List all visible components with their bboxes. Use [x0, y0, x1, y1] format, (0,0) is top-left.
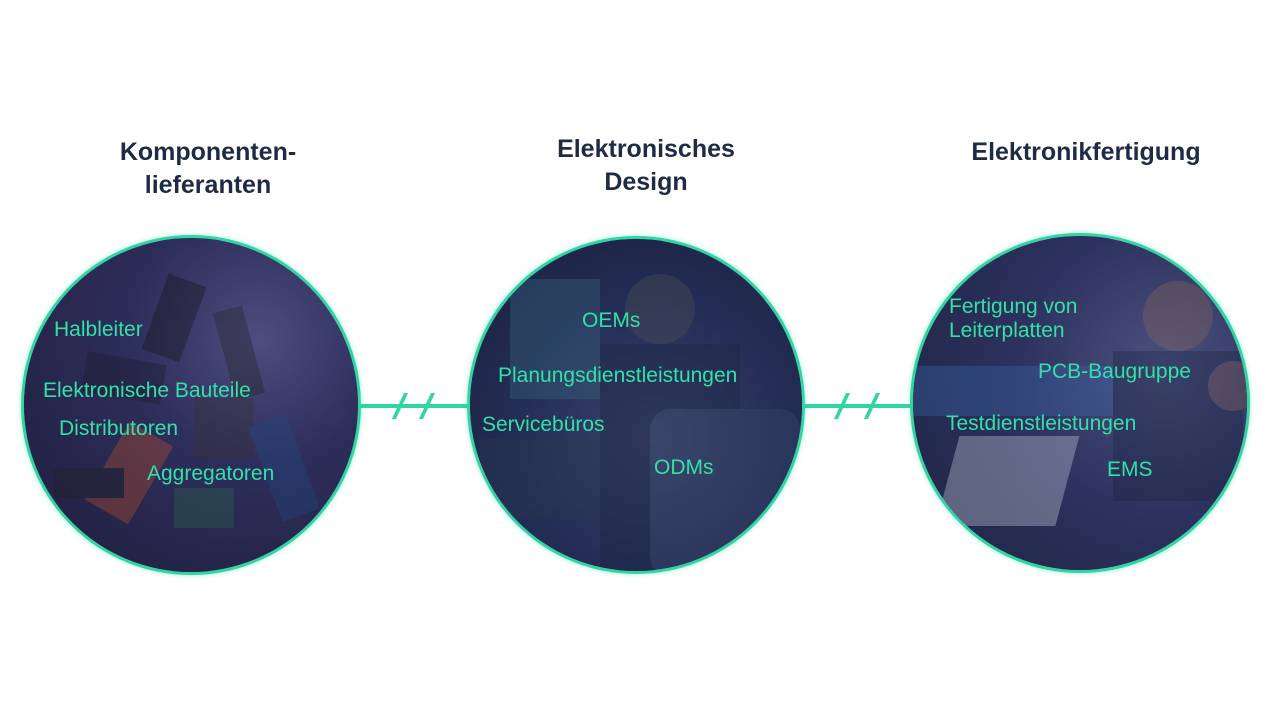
column-title-komponentenlieferanten: Komponenten- lieferanten: [119, 138, 297, 199]
label-planungsdienstleistungen: Planungsdienstleistungen: [498, 364, 738, 387]
label-distributoren: Distributoren: [59, 417, 179, 440]
column-title-elektronisches-design: Elektronisches Design: [557, 135, 735, 196]
label-oems: OEMs: [582, 309, 641, 332]
connector-left: [355, 404, 470, 408]
circle-elektronisches-design: OEMs Planungsdienstleistungen Servicebür…: [467, 236, 805, 574]
label-testdienstleistungen: Testdienstleistungen: [946, 412, 1137, 435]
office-person-image: [480, 274, 800, 571]
label-servicebueros: Servicebüros: [482, 413, 605, 436]
circle-bg-components-image: [24, 238, 358, 572]
column-title-elektronikfertigung: Elektronikfertigung: [971, 138, 1201, 166]
connector-right: [800, 404, 920, 408]
label-elektronische-bauteile: Elektronische Bauteile: [43, 379, 251, 402]
circle-elektronikfertigung: Fertigung von Leiterplatten PCB-Baugrupp…: [910, 233, 1250, 573]
label-fertigung-von-leiterplatten: Fertigung von Leiterplatten: [949, 295, 1078, 342]
label-pcb-baugruppe: PCB-Baugruppe: [1038, 360, 1191, 383]
workers-image: [913, 281, 1247, 526]
label-aggregatoren: Aggregatoren: [147, 462, 275, 485]
circle-bg-workshop-image: [913, 236, 1247, 570]
components-pattern-image: [54, 273, 320, 528]
label-odms: ODMs: [654, 456, 714, 479]
label-halbleiter: Halbleiter: [54, 318, 143, 341]
label-ems: EMS: [1107, 458, 1153, 481]
circle-bg-office-image: [470, 239, 802, 571]
circle-komponentenlieferanten: Halbleiter Elektronische Bauteile Distri…: [21, 235, 361, 575]
